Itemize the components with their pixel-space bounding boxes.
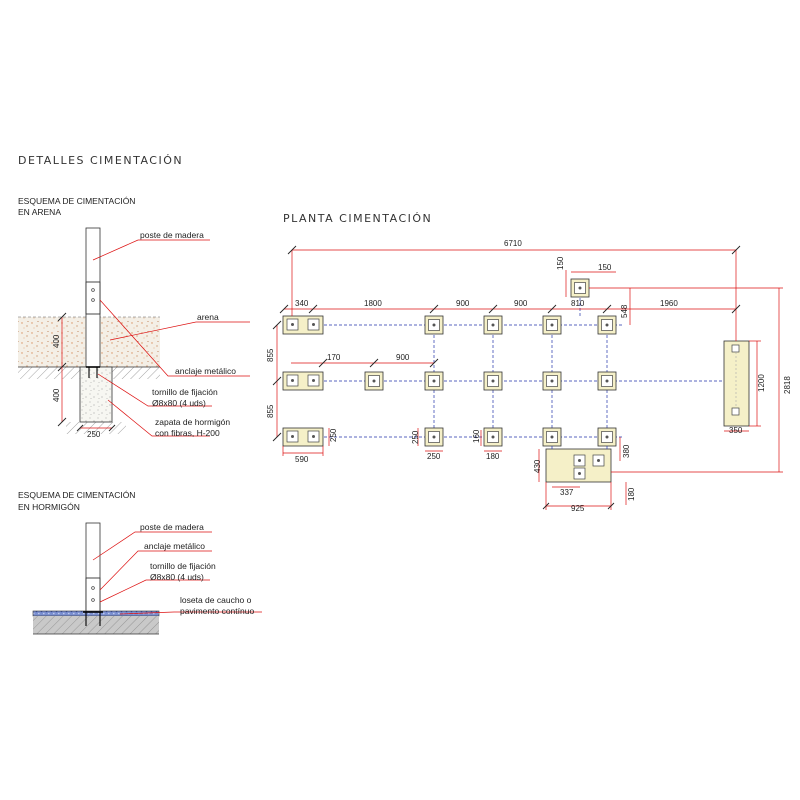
dim-250-b: 250: [411, 430, 420, 444]
label-zapata-2: con fibras, H-200: [155, 428, 220, 438]
dim-2818: 2818: [783, 376, 792, 394]
dim-380: 380: [622, 444, 631, 458]
label-loseta-2: pavimento contínuo: [180, 606, 254, 616]
dim-150-vertical: 150: [556, 256, 565, 270]
dim-arena-400-top: 400: [52, 334, 61, 348]
label-zapata-1: zapata de hormigón: [155, 417, 230, 427]
label-anclaje-metalico-2: anclaje metálico: [144, 541, 205, 551]
plan-title: PLANTA CIMENTACIÓN: [283, 212, 432, 225]
concrete-footing: [79, 366, 113, 423]
dim-250-a: 250: [329, 428, 338, 442]
dim-925: 925: [571, 504, 585, 513]
dim-1800: 1800: [364, 299, 382, 308]
dim-250-c: 250: [427, 452, 441, 461]
dim-1200: 1200: [757, 374, 766, 392]
dim-150-horizontal: 150: [598, 263, 612, 272]
dim-337: 337: [560, 488, 574, 497]
dim-160: 160: [472, 429, 481, 443]
dim-1960: 1960: [660, 299, 678, 308]
dim-arena-250: 250: [87, 430, 101, 439]
dim-180-b: 180: [627, 487, 636, 501]
hormigon-heading-line1: ESQUEMA DE CIMENTACIÓN: [18, 490, 135, 500]
dim-810: 810: [571, 299, 585, 308]
hormigon-heading-line2: EN HORMIGÓN: [18, 502, 80, 512]
label-loseta-1: loseta de caucho o: [180, 595, 252, 605]
label-tornillo-1b: tornillo de fijación: [150, 561, 216, 571]
label-poste-madera: poste de madera: [140, 230, 204, 240]
dim-590: 590: [295, 455, 309, 464]
dim-350: 350: [729, 426, 743, 435]
arena-heading-line1: ESQUEMA DE CIMENTACIÓN: [18, 196, 135, 206]
label-tornillo-2: Ø8x80 (4 uds): [152, 398, 206, 408]
label-tornillo-2b: Ø8x80 (4 uds): [150, 572, 204, 582]
dim-855-a: 855: [266, 348, 275, 362]
dim-548: 548: [620, 304, 629, 318]
dim-180-a: 180: [486, 452, 500, 461]
arena-section: 400 400 250 poste de madera arena anclaj…: [18, 227, 250, 439]
dim-total-6710: 6710: [504, 239, 522, 248]
label-poste-madera-2: poste de madera: [140, 522, 204, 532]
dim-430: 430: [533, 459, 542, 473]
dim-900-b: 900: [514, 299, 528, 308]
label-arena: arena: [197, 312, 219, 322]
ground-hatch-right: [112, 367, 160, 379]
label-anclaje-metalico: anclaje metálico: [175, 366, 236, 376]
metal-anchor-2: [85, 577, 101, 613]
ground-hatch-left: [18, 367, 80, 379]
label-tornillo-1: tornillo de fijación: [152, 387, 218, 397]
page-title: DETALLES CIMENTACIÓN: [18, 154, 183, 167]
dim-arena-400-bottom: 400: [52, 388, 61, 402]
dim-855-b: 855: [266, 404, 275, 418]
arena-heading-line2: EN ARENA: [18, 207, 61, 217]
dim-900-a: 900: [456, 299, 470, 308]
dim-900-c: 900: [396, 353, 410, 362]
hormigon-section: poste de madera anclaje metálico tornill…: [32, 522, 262, 635]
metal-anchor: [85, 281, 101, 315]
dim-340: 340: [295, 299, 309, 308]
dim-170: 170: [327, 353, 341, 362]
plan-drawing: 6710 340 1800 900 900 810 1960 150 150 5…: [266, 239, 792, 513]
